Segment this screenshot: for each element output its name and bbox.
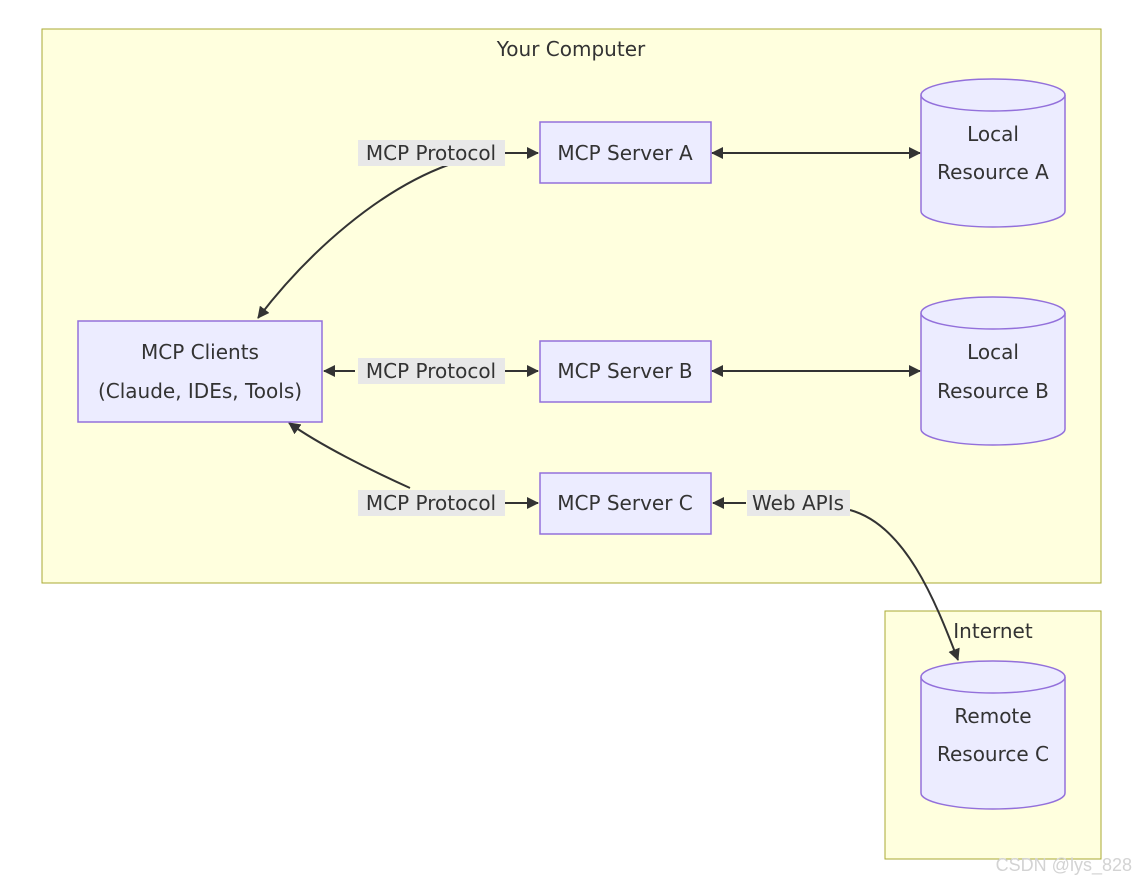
node-mcp-clients: MCP Clients (Claude, IDEs, Tools) [77, 320, 323, 423]
edge-label-web-apis: Web APIs [747, 490, 850, 516]
edge-label-protocol-c: MCP Protocol [358, 490, 505, 516]
node-mcp-server-c-label: MCP Server C [557, 491, 693, 515]
edge-label-protocol-a: MCP Protocol [358, 140, 505, 166]
node-local-resource-b: Local Resource B [920, 296, 1066, 446]
node-local-resource-a: Local Resource A [920, 78, 1066, 228]
edges [257, 147, 960, 661]
group-your-computer-label: Your Computer [496, 37, 646, 61]
edge-web-apis-resource-c [849, 509, 960, 661]
edge-label-protocol-c-text: MCP Protocol [366, 491, 496, 515]
edge-client-server-a [257, 164, 449, 319]
node-mcp-server-b-label: MCP Server B [557, 359, 692, 383]
node-mcp-server-a-label: MCP Server A [557, 141, 693, 165]
node-mcp-clients-line-1: MCP Clients [141, 340, 259, 364]
node-remote-resource-c-line-1: Remote [954, 704, 1031, 728]
edge-label-protocol-b-text: MCP Protocol [366, 359, 496, 383]
node-local-resource-b-line-2: Resource B [937, 379, 1049, 403]
node-mcp-server-a: MCP Server A [539, 121, 712, 184]
node-mcp-clients-line-2: (Claude, IDEs, Tools) [98, 379, 302, 403]
node-local-resource-b-line-1: Local [967, 340, 1019, 364]
edge-client-server-c [288, 422, 411, 489]
watermark: CSDN @lys_828 [995, 855, 1132, 875]
node-local-resource-a-line-2: Resource A [937, 160, 1049, 184]
node-local-resource-a-line-1: Local [967, 122, 1019, 146]
node-remote-resource-c-line-2: Resource C [937, 742, 1049, 766]
node-mcp-server-b: MCP Server B [539, 340, 712, 403]
edge-label-protocol-b: MCP Protocol [358, 358, 505, 384]
group-internet-label: Internet [953, 619, 1033, 643]
node-mcp-server-c: MCP Server C [539, 472, 712, 535]
edge-label-protocol-a-text: MCP Protocol [366, 141, 496, 165]
edge-label-web-apis-text: Web APIs [752, 491, 844, 515]
node-remote-resource-c: Remote Resource C [920, 660, 1066, 810]
